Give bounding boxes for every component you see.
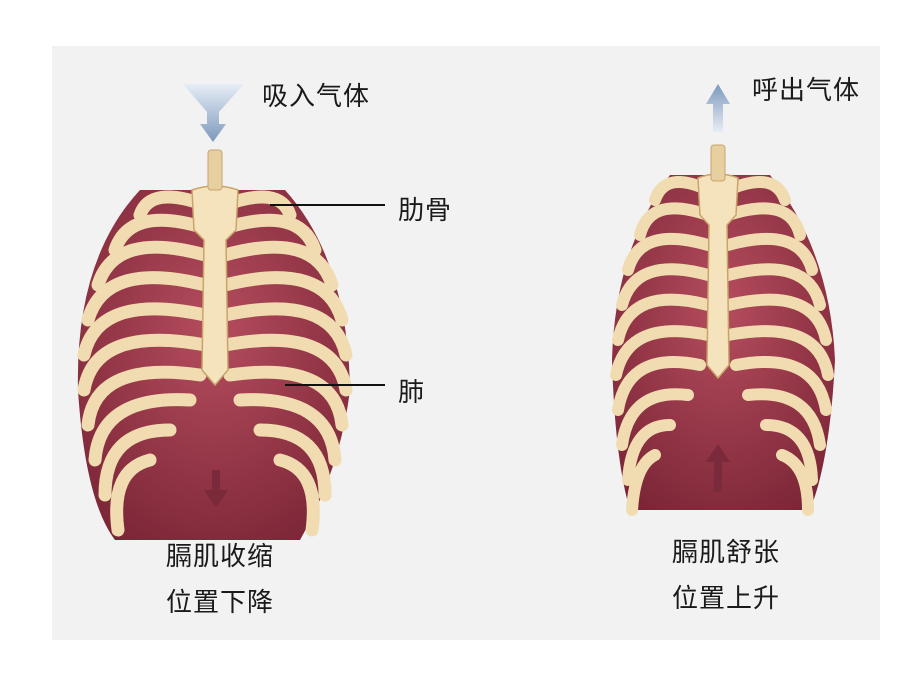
right-ribs-right-side xyxy=(722,176,834,516)
inhale-label: 吸入气体 xyxy=(262,82,371,112)
left-ribcage xyxy=(77,149,385,540)
right-caption-line2: 位置上升 xyxy=(672,584,781,614)
left-ribs-left-side xyxy=(77,190,212,537)
diaphragm-up-arrow-icon xyxy=(706,444,730,492)
diaphragm-down-arrow-icon xyxy=(204,470,228,508)
left-spine xyxy=(207,149,223,191)
left-caption-line1: 膈肌收缩 xyxy=(166,542,275,572)
exhale-arrow-icon xyxy=(706,84,730,132)
right-spine xyxy=(710,144,726,182)
ribs-label: 肋骨 xyxy=(398,196,453,226)
exhale-label: 呼出气体 xyxy=(752,76,861,106)
left-sternum xyxy=(191,185,239,387)
left-caption-line2: 位置下降 xyxy=(166,588,275,618)
right-caption-line1: 膈肌舒张 xyxy=(672,538,781,568)
right-ribcage xyxy=(610,144,835,516)
lungs-label: 肺 xyxy=(398,378,426,408)
inhale-arrow-icon xyxy=(183,84,244,142)
right-sternum xyxy=(697,173,739,380)
